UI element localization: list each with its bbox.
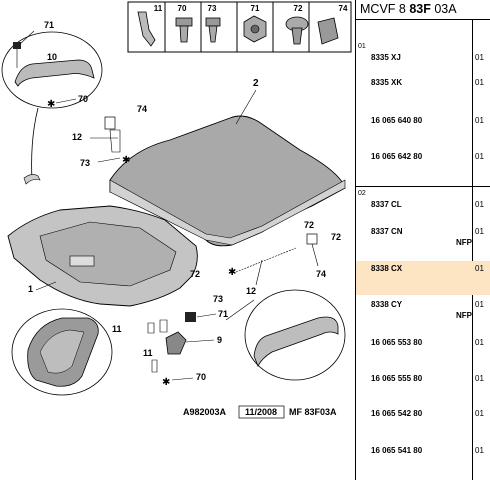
callout-72-a: 72 bbox=[304, 220, 314, 230]
strip-label-6: 74 bbox=[339, 4, 348, 13]
part-number[interactable]: 16 065 640 80 bbox=[371, 116, 423, 125]
grab-handle-icon bbox=[14, 59, 95, 87]
header-suffix: 03A bbox=[434, 2, 457, 16]
nfp-badge: NFP bbox=[456, 311, 472, 320]
footer-ref: A982003A bbox=[183, 407, 227, 417]
star-fastener-4: ✱ bbox=[162, 377, 170, 388]
strip-label-2: 70 bbox=[178, 4, 187, 13]
fastener-strip: 11 70 73 71 72 74 bbox=[127, 1, 352, 53]
part-qty: 01 bbox=[475, 152, 484, 161]
parts-list-panel: MCVF 8 83F 03A 01 8335 XJ 01 8335 XK 01 … bbox=[355, 0, 490, 480]
callout-71: 71 bbox=[44, 20, 54, 30]
handle-inset-top bbox=[1, 31, 103, 109]
handle-inset-bottom-left bbox=[11, 308, 113, 396]
bracket-part bbox=[104, 116, 116, 130]
star-fastener-3: ✱ bbox=[228, 267, 236, 278]
part-number[interactable]: 16 065 642 80 bbox=[371, 152, 423, 161]
group-label-01: 01 bbox=[358, 43, 366, 50]
callout-10: 10 bbox=[47, 52, 57, 62]
callout-9: 9 bbox=[217, 335, 222, 345]
rivet-icon bbox=[285, 16, 309, 45]
part-number[interactable]: 16 065 541 80 bbox=[371, 446, 423, 455]
part-qty: 01 bbox=[475, 227, 484, 236]
callout-73-a: 73 bbox=[80, 158, 90, 168]
group-label-02: 02 bbox=[358, 190, 366, 197]
star-fastener: ✱ bbox=[47, 99, 55, 110]
callout-1: 1 bbox=[28, 284, 33, 294]
selected-row-highlight[interactable] bbox=[356, 261, 490, 295]
part-number[interactable]: 16 065 542 80 bbox=[371, 409, 423, 418]
grab-handle-icon-2 bbox=[253, 316, 339, 367]
part-qty: 01 bbox=[475, 446, 484, 455]
bracket-icon bbox=[317, 17, 339, 45]
mini-handle-icon bbox=[23, 174, 41, 185]
callout-12-a: 12 bbox=[72, 132, 82, 142]
header-prefix: MCVF 8 bbox=[360, 2, 406, 16]
callout-11: 11 bbox=[112, 324, 122, 334]
parts-diagram: 11 70 73 71 72 74 bbox=[1, 1, 352, 419]
part-number-selected[interactable]: 8338 CX bbox=[371, 264, 403, 273]
callout-71-b: 71 bbox=[218, 309, 228, 319]
clip-icon bbox=[137, 11, 156, 47]
bracket-part-2 bbox=[306, 233, 318, 245]
part-qty: 01 bbox=[475, 338, 484, 347]
part-qty: 01 bbox=[475, 264, 484, 273]
cap-icon-2 bbox=[185, 312, 196, 322]
hinge-icon bbox=[165, 331, 187, 355]
nut-icon bbox=[243, 15, 267, 43]
callout-12-b: 12 bbox=[246, 286, 256, 296]
callout-73-b: 73 bbox=[213, 294, 223, 304]
strip-label-4: 71 bbox=[251, 4, 260, 13]
part-qty: 01 bbox=[475, 409, 484, 418]
footer-code: MF 83F03A bbox=[289, 407, 337, 417]
strip-label-5: 72 bbox=[294, 4, 303, 13]
part-number[interactable]: 8337 CN bbox=[371, 227, 403, 236]
callout-74-b: 74 bbox=[316, 269, 326, 279]
part-number[interactable]: 16 065 555 80 bbox=[371, 374, 423, 383]
footer-date: 11/2008 bbox=[245, 407, 277, 417]
part-qty: 01 bbox=[475, 200, 484, 209]
roof-liner-shell bbox=[7, 205, 198, 307]
part-qty: 01 bbox=[475, 374, 484, 383]
part-number[interactable]: 8337 CL bbox=[371, 200, 402, 209]
screw-icon bbox=[175, 17, 193, 43]
part-qty: 01 bbox=[475, 78, 484, 87]
part-qty: 01 bbox=[475, 53, 484, 62]
callout-70-b: 70 bbox=[196, 372, 206, 382]
cap-icon bbox=[13, 42, 21, 49]
headliner-panel bbox=[109, 115, 346, 247]
callout-72-b: 72 bbox=[331, 232, 341, 242]
star-fastener-2: ✱ bbox=[122, 155, 130, 166]
panel-header: MCVF 8 83F 03A bbox=[360, 2, 457, 16]
callout-74-a: 74 bbox=[137, 104, 147, 114]
handle-inset-bottom-right bbox=[244, 289, 346, 381]
nfp-badge: NFP bbox=[456, 238, 472, 247]
strip-label-3: 73 bbox=[208, 4, 217, 13]
screw-icon-2 bbox=[205, 17, 221, 43]
callout-72-c: 72 bbox=[190, 269, 200, 279]
callout-2: 2 bbox=[253, 78, 259, 89]
strip-label-1: 11 bbox=[154, 4, 163, 13]
part-number[interactable]: 8335 XJ bbox=[371, 53, 401, 62]
part-number[interactable]: 16 065 553 80 bbox=[371, 338, 423, 347]
part-qty: 01 bbox=[475, 116, 484, 125]
part-number[interactable]: 8335 XK bbox=[371, 78, 403, 87]
header-bold: 83F bbox=[409, 2, 431, 16]
part-number[interactable]: 8338 CY bbox=[371, 300, 403, 309]
part-qty: 01 bbox=[475, 300, 484, 309]
callout-70: 70 bbox=[78, 94, 88, 104]
callout-11-b: 11 bbox=[143, 348, 153, 358]
